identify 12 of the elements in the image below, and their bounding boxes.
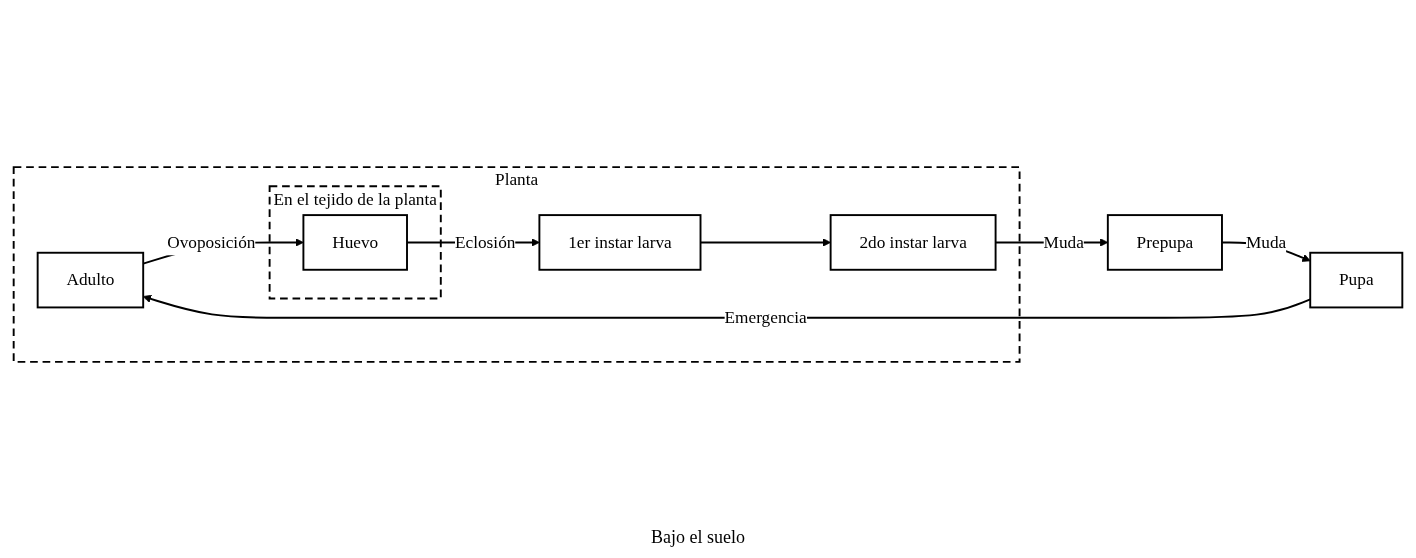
node-box: Adulto — [36, 251, 145, 309]
node-box: Prepupa — [1106, 214, 1223, 271]
edge-label: Muda — [1043, 232, 1084, 252]
edge-label: Ovoposición — [167, 232, 256, 252]
node-box: 2do instar larva — [829, 214, 997, 271]
node-box: Huevo — [302, 214, 408, 271]
edge-label: Emergencia — [724, 307, 807, 327]
note-text: Bajo el suelo — [651, 527, 745, 547]
edge-label: Eclosión — [454, 232, 516, 252]
edge-label: Muda — [1245, 232, 1287, 252]
node-box: Pupa — [1309, 251, 1404, 309]
node-box: 1er instar larva — [538, 214, 702, 271]
